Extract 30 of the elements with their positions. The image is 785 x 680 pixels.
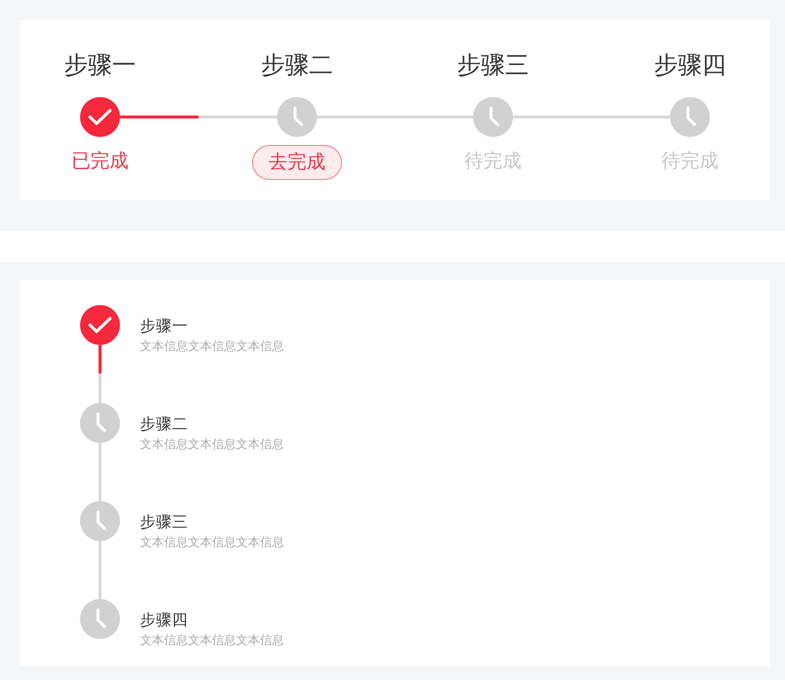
- clock-icon: [473, 97, 513, 137]
- step-title: 步骤一: [64, 50, 136, 80]
- clock-icon: [80, 501, 120, 541]
- connector-line: [98, 345, 102, 403]
- clock-icon: [670, 97, 710, 137]
- status-label: 待完成: [662, 149, 718, 173]
- connector-line: [317, 116, 473, 118]
- connector-line: [120, 116, 277, 118]
- action-button: 去完成: [252, 145, 342, 180]
- clock-icon: [80, 403, 120, 443]
- check-circle-icon: [80, 97, 120, 137]
- step-title: 步骤四: [654, 50, 726, 80]
- clock-icon: [80, 599, 120, 639]
- step-description: 文本信息文本信息文本信息: [140, 535, 284, 549]
- status-label: 待完成: [464, 149, 522, 173]
- connector-line: [513, 116, 670, 118]
- step-description: 文本信息文本信息文本信息: [140, 339, 284, 353]
- connector-line: [98, 443, 102, 501]
- connector-line: [98, 541, 102, 599]
- check-circle-icon: [80, 305, 120, 345]
- step-title: 步骤二: [140, 414, 188, 434]
- step-description: 文本信息文本信息文本信息: [140, 633, 284, 647]
- step-description: 文本信息文本信息文本信息: [140, 437, 284, 451]
- step-title: 步骤一: [140, 316, 188, 336]
- status-label: 已完成: [72, 149, 128, 173]
- step-title: 步骤三: [140, 512, 188, 532]
- clock-icon: [277, 97, 317, 137]
- step-title: 步骤四: [140, 610, 188, 630]
- step-title: 步骤三: [457, 50, 529, 80]
- step-title: 步骤二: [261, 50, 333, 80]
